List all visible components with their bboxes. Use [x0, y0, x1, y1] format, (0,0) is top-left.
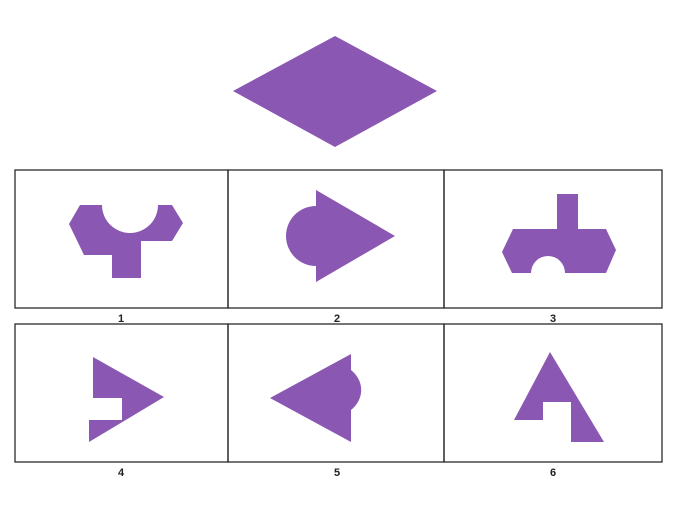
option-6-shape-icon: [514, 352, 604, 442]
option-4-number: 4: [118, 467, 125, 479]
option-4[interactable]: 4: [14, 323, 229, 479]
option-3-shape-icon: [502, 194, 616, 273]
option-3[interactable]: 3: [443, 169, 663, 325]
option-5-shape-icon: [270, 354, 362, 442]
option-5[interactable]: 5: [227, 323, 445, 479]
option-3-number: 3: [550, 313, 556, 325]
option-2[interactable]: 2: [227, 169, 445, 325]
option-1-shape-icon: [69, 205, 183, 278]
option-1-number: 1: [118, 313, 124, 325]
option-4-shape-icon: [89, 357, 164, 442]
option-2-number: 2: [334, 313, 340, 325]
option-2-shape-icon: [286, 190, 395, 282]
option-6-box: [443, 323, 663, 463]
target-rhombus-shape: [233, 36, 437, 147]
option-1[interactable]: 1: [14, 169, 229, 325]
option-6-number: 6: [550, 467, 556, 479]
option-5-number: 5: [334, 467, 340, 479]
option-6[interactable]: 6: [443, 323, 663, 479]
option-3-box: [443, 169, 663, 309]
